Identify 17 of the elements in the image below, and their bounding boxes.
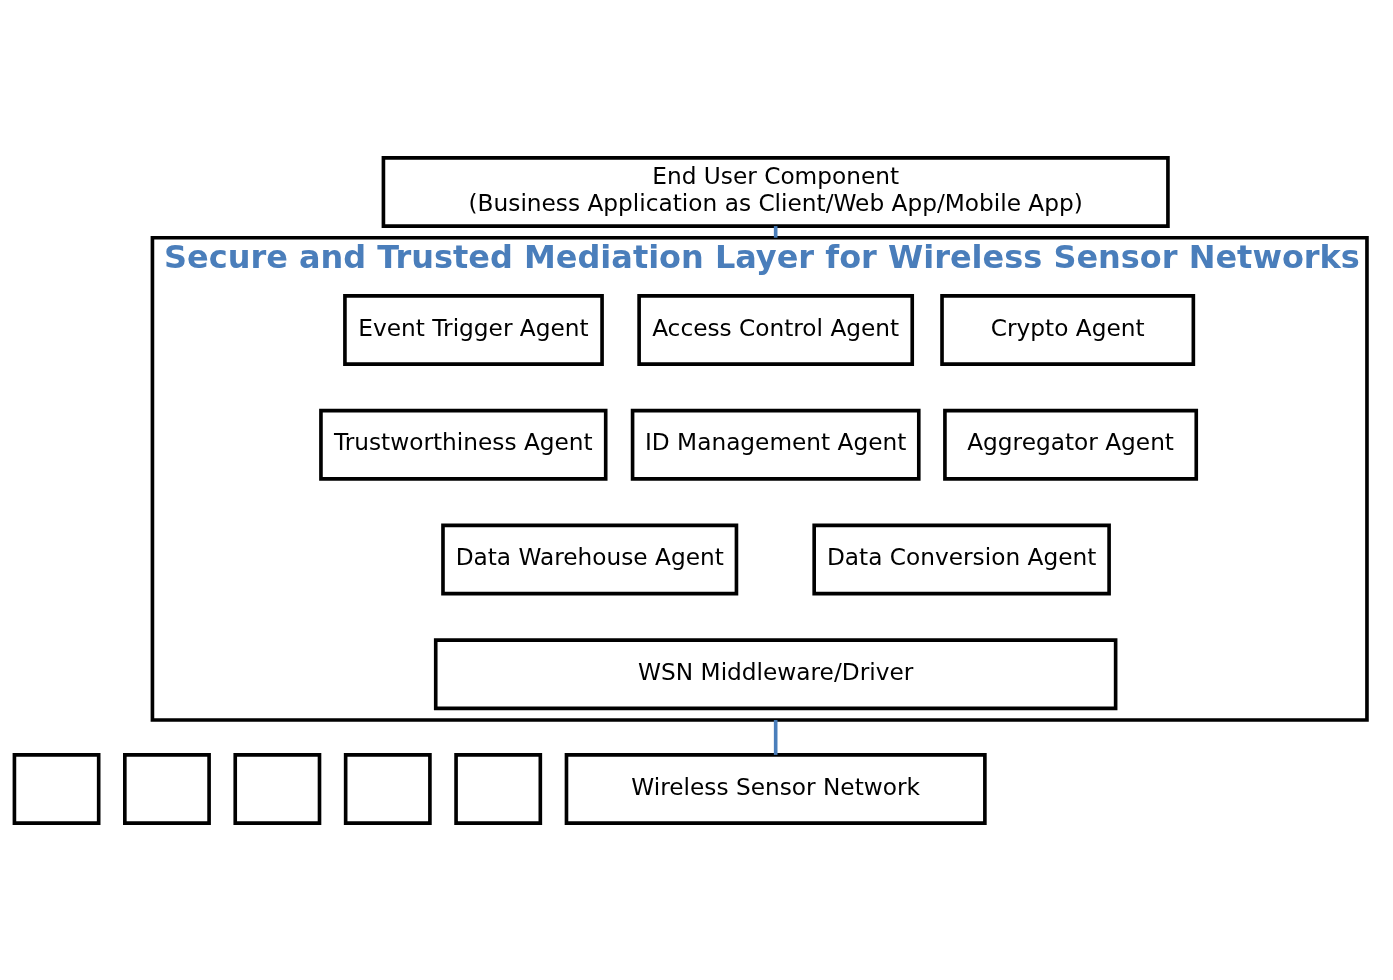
node-box — [454, 752, 543, 825]
node-box: ID Management Agent — [630, 408, 921, 481]
node-box — [12, 752, 101, 825]
node-box: Access Control Agent — [637, 293, 915, 366]
node-box: End User Component (Business Application as Client/Web App/Mobile App) — [381, 155, 1170, 228]
connector — [773, 719, 778, 755]
node-box: Aggregator Agent — [943, 408, 1199, 481]
node-box — [343, 752, 432, 825]
node-box: Trustworthiness Agent — [319, 408, 608, 481]
node-box: Data Conversion Agent — [812, 523, 1111, 595]
node-box: Crypto Agent — [940, 293, 1196, 366]
node-box — [233, 752, 322, 825]
node-box: Data Warehouse Agent — [441, 523, 739, 595]
node-box — [123, 752, 211, 825]
node-box: WSN Middleware/Driver — [433, 637, 1118, 710]
node-box: Wireless Sensor Network — [564, 752, 987, 825]
node-box: Event Trigger Agent — [343, 293, 604, 366]
